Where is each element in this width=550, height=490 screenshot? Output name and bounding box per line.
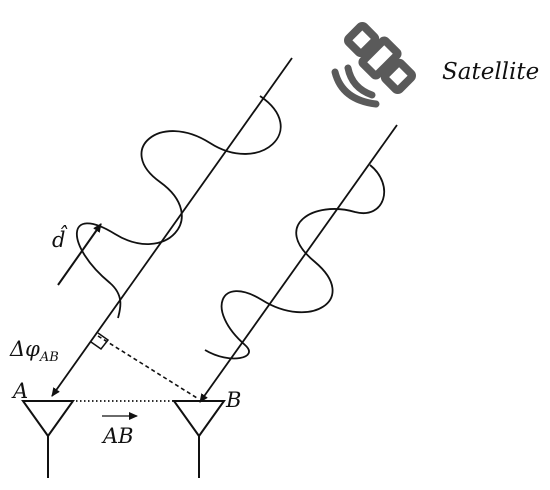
satellite-icon [331, 22, 416, 108]
baseline-label: AB [101, 424, 134, 448]
ray-b [199, 124, 398, 403]
ray-a [51, 57, 293, 397]
antenna-a-label: A [11, 379, 28, 403]
antenna-b-label: B [225, 388, 241, 412]
wave-b [204, 164, 386, 360]
right-angle-marker [90, 332, 110, 351]
path-difference-line [97, 335, 198, 399]
satellite-label: Satellite [442, 59, 539, 85]
antenna-b-icon [172, 400, 226, 478]
wave-a [76, 95, 282, 319]
antenna-a-icon [21, 400, 75, 478]
phase-delta-subscript: AB [39, 350, 59, 365]
direction-label: d̂ [52, 225, 68, 252]
phase-delta-symbol: Δφ [9, 337, 40, 361]
phase-delta-label: ΔφAB [9, 337, 59, 365]
direction-arrow [57, 223, 102, 286]
